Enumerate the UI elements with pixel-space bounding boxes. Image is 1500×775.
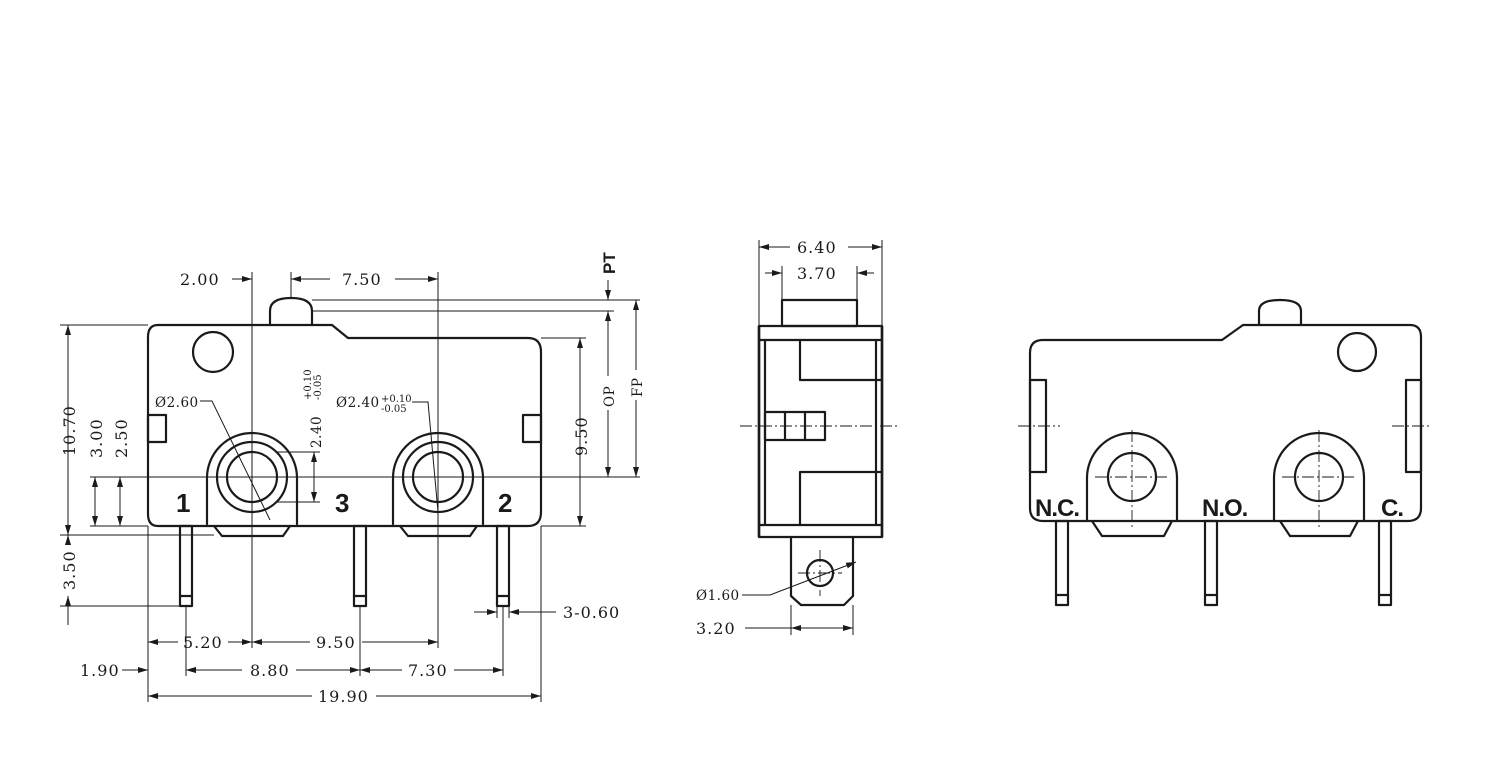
svg-text:-0.05: -0.05: [381, 404, 407, 415]
fp-label: FP: [630, 378, 646, 397]
side-hole-label: Ø1.60: [696, 588, 740, 604]
back-pin-no: [1203, 519, 1219, 607]
svg-text:-0.05: -0.05: [313, 374, 324, 400]
dim-8-80: 8.80: [250, 661, 290, 680]
dim-7-50: 7.50: [342, 270, 382, 289]
front-housing: [146, 323, 543, 528]
dim-3-0-60: 3-0.60: [563, 603, 620, 622]
pin-label-1: 1: [176, 488, 190, 518]
pt-label: PT: [600, 252, 619, 274]
front-nub-right: [521, 413, 543, 444]
back-pin-nc: [1054, 519, 1070, 607]
front-pin-3: [352, 524, 368, 608]
dim-3-70: 3.70: [797, 264, 837, 283]
back-small-hole: [1336, 331, 1378, 373]
dim-6-40: 6.40: [797, 238, 837, 257]
front-pin-1: [178, 524, 194, 608]
front-pin-2: [495, 524, 511, 608]
dim-9-50-vertical: 9.50: [572, 416, 591, 456]
hole-right-label: Ø2.40: [336, 395, 380, 411]
terminal-label-nc: N.C.: [1035, 495, 1079, 522]
back-actuator: [1257, 298, 1303, 327]
back-pin-c: [1377, 519, 1393, 607]
op-label: OP: [602, 386, 618, 407]
terminal-label-c: C.: [1381, 495, 1403, 522]
svg-text:+0.10: +0.10: [381, 394, 412, 405]
dim-3-20: 3.20: [696, 619, 736, 638]
dim-5-20: 5.20: [183, 633, 223, 652]
dim-2-00: 2.00: [180, 270, 220, 289]
pin-label-2: 2: [498, 488, 512, 518]
dim-19-90: 19.90: [318, 687, 369, 706]
side-plunger: [780, 298, 859, 328]
dim-3-50: 3.50: [60, 550, 79, 590]
vert-tol-label: 2.40: [309, 416, 325, 448]
terminal-label-no: N.O.: [1202, 495, 1248, 522]
dim-10-70: 10.70: [60, 405, 79, 456]
side-body: [757, 324, 884, 539]
front-view: 1 3 2 2.00 7.50 10.70 3.00 2.: [60, 252, 646, 706]
back-housing: [1028, 323, 1423, 523]
dim-3-00: 3.00: [87, 418, 106, 458]
front-small-hole: [191, 330, 235, 374]
svg-text:+0.10: +0.10: [303, 369, 314, 400]
side-view: 6.40 3.70 Ø1.60 3.20: [696, 238, 898, 638]
dim-9-50-horizontal: 9.50: [316, 633, 356, 652]
dim-7-30: 7.30: [408, 661, 448, 680]
front-nub-left: [146, 413, 168, 444]
dim-1-90: 1.90: [80, 661, 120, 680]
pin-label-3: 3: [335, 488, 349, 518]
back-view: N.C. N.O. C.: [1018, 298, 1432, 607]
dim-2-50: 2.50: [112, 418, 131, 458]
side-terminal: [789, 535, 855, 607]
hole-left-label: Ø2.60: [155, 395, 199, 411]
front-actuator: [268, 296, 314, 327]
